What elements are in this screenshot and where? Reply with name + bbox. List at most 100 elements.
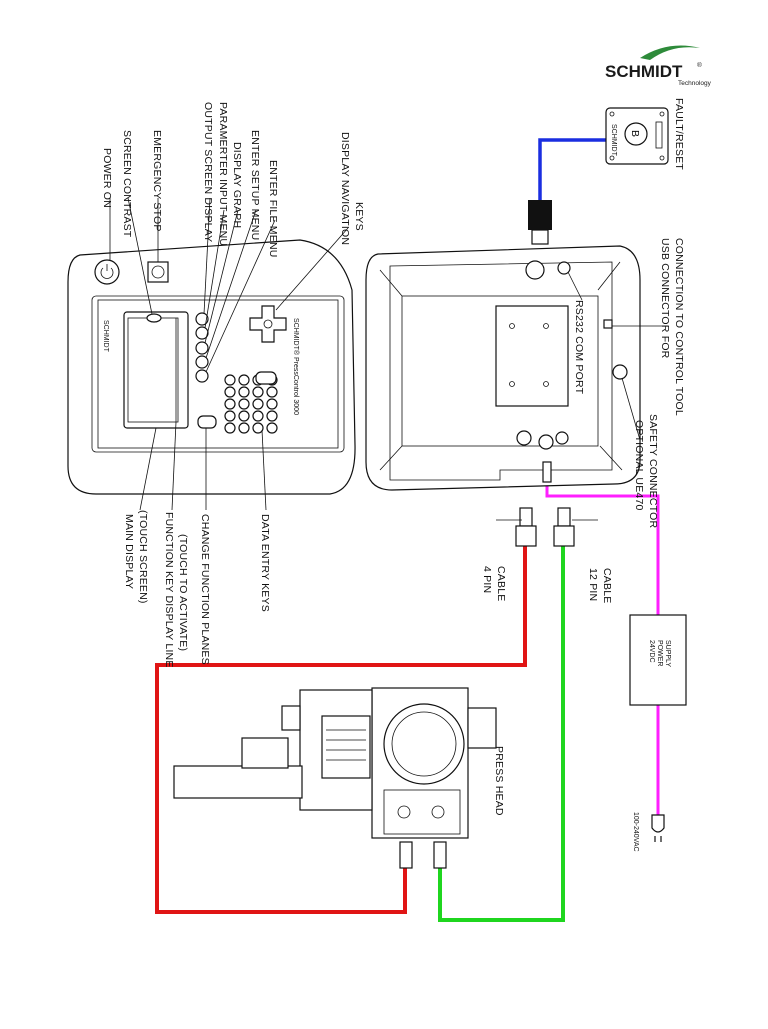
ue470-safety-connector[interactable] [612,364,628,380]
rs232-label: RS232 COM PORT [573,300,585,395]
setup-menu-button[interactable] [195,355,209,369]
data-entry-key[interactable] [224,422,236,434]
power-input-plug[interactable] [542,461,552,483]
change-function-planes-button[interactable] [197,415,217,429]
data-entry-key[interactable] [266,410,278,422]
device-model-label: SCHMIDT® PressControl 3000 [292,318,300,415]
mains-label: 100-240VAC [632,812,639,852]
navigation-keys[interactable] [249,305,287,343]
emergency-stop-icon [151,265,165,279]
data-entry-key[interactable] [252,398,264,410]
power-supply-label-3: SUPPLY [664,640,671,667]
data-entry-key[interactable] [266,398,278,410]
cable-labels: 4 PIN CABLE 12 PIN CABLE PRESS HEAD [481,566,613,816]
device-brand-label: SCHMIDT [102,320,109,353]
data-entry-key[interactable] [238,410,250,422]
function-key-line-label-2: (TOUCH TO ACTIVATE) [177,534,189,651]
power-supply-label-2: POWER [656,640,663,666]
data-entry-key[interactable] [238,374,250,386]
main-display-label-1: MAIN DISPLAY [123,514,135,589]
emergency-stop-label: EMERGENCY STOP [151,130,163,232]
data-entry-key[interactable] [238,398,250,410]
controller-front: SCHMIDT SCHMIDT® PressControl 3000 [67,239,356,495]
function-key-line-label-1: FUNCTION KEY DISPLAY LINE [163,512,175,668]
schmidt-logo: SCHMIDT ® Technology [605,45,712,87]
cable-4-pin-label-2: CABLE [495,566,507,601]
red-cable [155,545,527,914]
ue470-label-2: SAFETY CONNECTOR [647,414,659,528]
enter-setup-menu-label: ENTER SETUP MENU [249,130,261,240]
emergency-stop-button[interactable] [147,261,169,283]
magenta-cable [545,482,660,615]
data-entry-key[interactable] [238,386,250,398]
logo-swoosh-icon [640,45,700,60]
blue-cable-plug [528,200,552,230]
parameter-input-menu-label: PARAMERTER INPUT MENU [217,102,229,246]
main-display-label-2: (TOUCH SCREEN) [137,510,149,604]
usb-port[interactable] [603,319,613,329]
fault-reset-button[interactable] [624,122,648,146]
round-connector[interactable] [525,260,545,280]
data-entry-keys-label: DATA ENTRY KEYS [259,514,271,612]
cable-12-pin-label-1: 12 PIN [587,568,599,601]
rs232-port[interactable] [557,261,571,275]
data-entry-key[interactable] [224,410,236,422]
screen-contrast-button[interactable] [146,313,162,323]
fault-reset-button-letter: B [629,130,641,137]
controller-labels: POWER ON SCREEN CONTRAST EMERGENCY STOP … [101,102,365,668]
logo-wordmark: SCHMIDT [605,62,683,81]
output-screen-display-label: OUTPUT SCREEN DISPLAY [202,102,214,242]
fault-reset-box: B SCHMIDT [605,107,669,165]
back-panel-labels: FAULT/RESET USB CONNECTOR FOR CONNECTION… [573,98,685,528]
data-entry-key[interactable] [238,422,250,434]
ue470-label-1: OPTIONAL UE470 [633,420,645,511]
enter-file-menu-label: ENTER FILE MENU [267,160,279,258]
fault-reset-label: FAULT/RESET [673,98,685,170]
output-screen-button[interactable] [195,312,209,326]
data-entry-key[interactable] [252,386,264,398]
mains-plug-icon [651,814,665,833]
press-head-connector-2[interactable] [538,434,554,450]
controller-back [365,200,641,491]
green-cable [438,545,565,922]
data-entry-key[interactable] [266,422,278,434]
file-menu-button[interactable] [195,369,209,383]
data-entry-key[interactable] [252,422,264,434]
data-entry-key[interactable] [266,386,278,398]
data-entry-key[interactable] [224,398,236,410]
display-navigation-label-1: DISPLAY NAVIGATION [339,132,351,245]
power-supply: 24VDC POWER SUPPLY 100-240VAC [629,614,687,852]
data-entry-keypad[interactable] [224,374,278,434]
leader-lines [109,197,668,521]
data-entry-key[interactable] [252,410,264,422]
logo-subtitle: Technology [678,80,712,87]
cables [155,138,660,922]
press-head-connector-1[interactable] [516,430,532,446]
usb-connector-label-2: CONNECTION TO CONTROL TOOL [673,238,685,416]
display-graph-button[interactable] [195,341,209,355]
usb-connector-label-1: USB CONNECTOR FOR [659,238,671,359]
enter-key[interactable] [255,371,277,385]
blue-cable [538,138,612,200]
power-icon [100,264,114,279]
press-head [173,687,497,839]
screen-contrast-label: SCREEN CONTRAST [121,130,133,238]
mounting-plate [495,305,569,407]
data-entry-key[interactable] [224,374,236,386]
cable-4-pin-label-1: 4 PIN [481,566,493,593]
parameter-input-button[interactable] [195,326,209,340]
press-head-label: PRESS HEAD [493,746,505,816]
change-function-planes-label: CHANGE FUNCTION PLANES [199,514,211,665]
display-navigation-label-2: KEYS [353,202,365,231]
fault-reset-box-brand: SCHMIDT [610,124,617,157]
cable-connectors [399,507,575,869]
power-supply-label-1: 24VDC [648,640,655,663]
power-button[interactable] [94,259,120,285]
display-graph-label: DISPLAY GRAPH [231,142,243,228]
press-head-connector-3[interactable] [555,431,569,445]
cable-12-pin-label-2: CABLE [601,568,613,603]
logo-registered: ® [697,61,702,69]
data-entry-key[interactable] [224,386,236,398]
